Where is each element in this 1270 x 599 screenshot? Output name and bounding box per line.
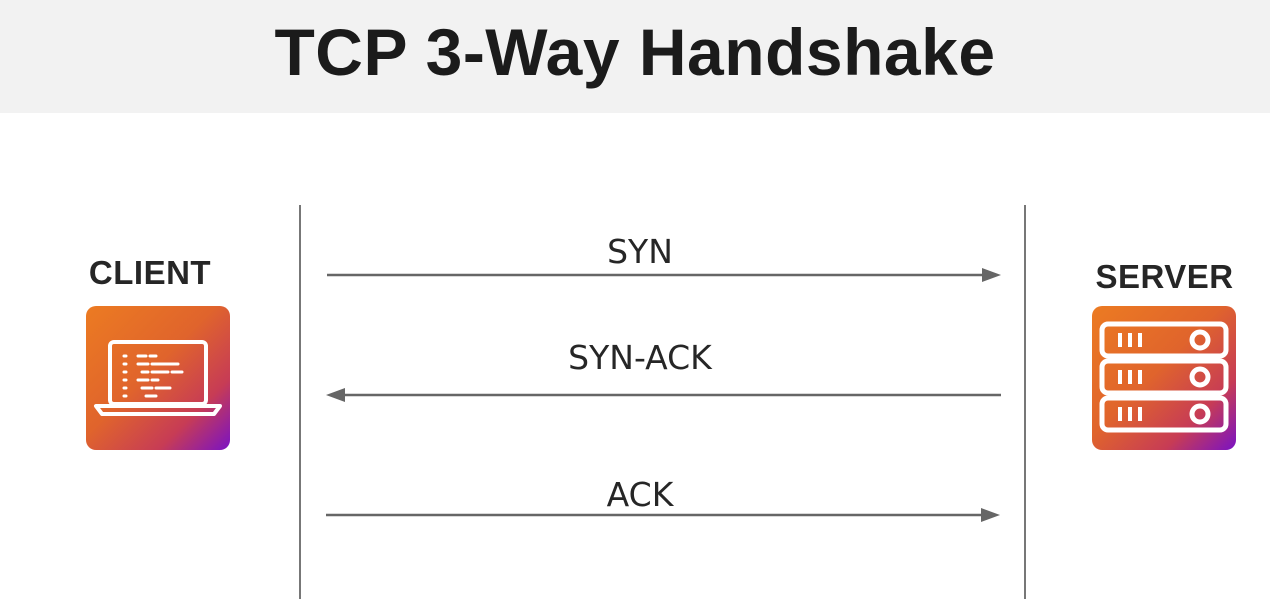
server-label: SERVER bbox=[1095, 258, 1234, 295]
syn-ack-arrow bbox=[326, 388, 1001, 402]
page-title: TCP 3-Way Handshake bbox=[274, 15, 996, 89]
server-rack-icon bbox=[1099, 321, 1229, 433]
title-bar bbox=[0, 0, 1270, 113]
ack-arrow bbox=[326, 508, 1000, 522]
laptop-icon bbox=[94, 340, 222, 416]
ack-label: ACK bbox=[606, 475, 674, 514]
server-lifeline bbox=[1024, 205, 1026, 599]
client-lifeline bbox=[299, 205, 301, 599]
syn-ack-label: SYN-ACK bbox=[568, 338, 712, 377]
server-icon-box bbox=[1092, 306, 1236, 450]
client-icon-box bbox=[86, 306, 230, 450]
client-label: CLIENT bbox=[88, 254, 212, 291]
syn-arrow bbox=[327, 268, 1001, 282]
syn-label: SYN bbox=[607, 232, 673, 271]
